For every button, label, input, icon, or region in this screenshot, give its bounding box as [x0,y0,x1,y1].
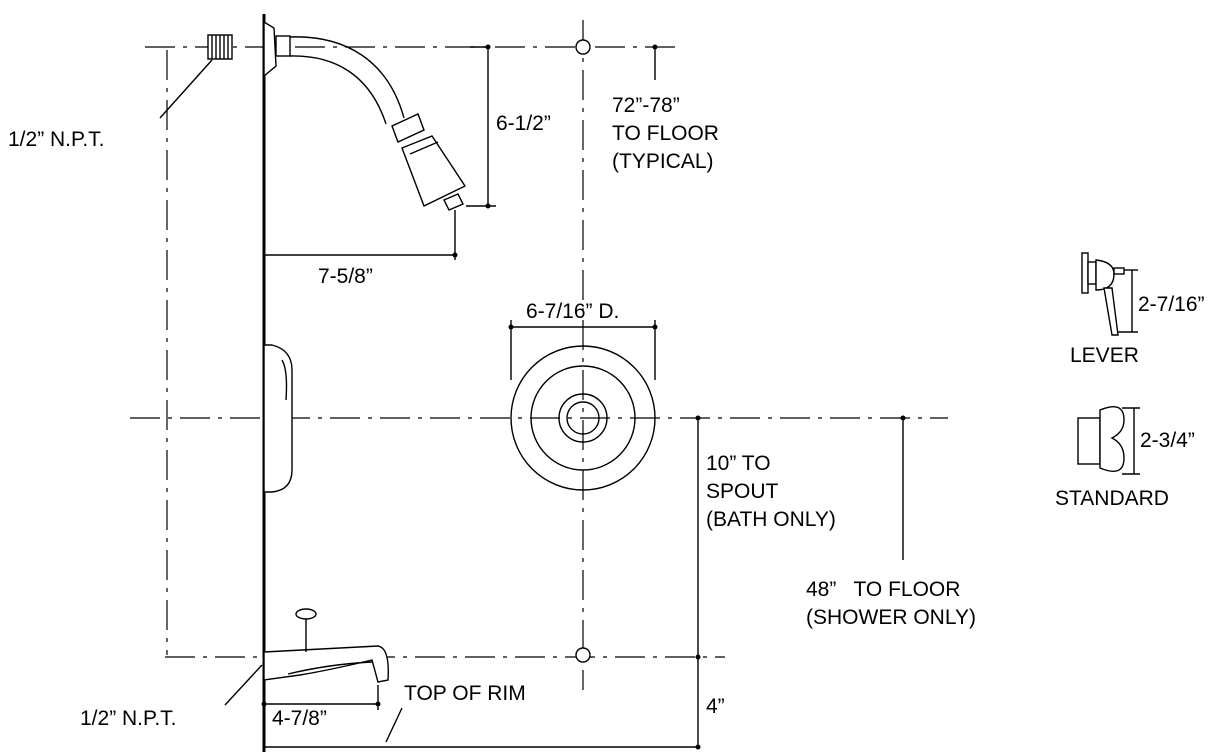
dim-dot [485,44,491,50]
npt-top-label: 1/2” N.P.T. [8,128,105,151]
dim-2-3-4-label: 2-3/4” [1140,429,1195,452]
dim-dot [452,252,458,258]
dim-dot [695,415,701,421]
npt-bottom-label: 1/2” N.P.T. [80,707,177,730]
spout-centerline-marker [575,647,591,663]
dim-6-1-2-label: 6-1/2” [496,112,551,135]
dim-dot [695,744,701,750]
floor-top-label-line2: TO FLOOR [612,122,719,145]
spout-label-line2: SPOUT [706,480,779,503]
standard-label: STANDARD [1055,487,1169,510]
dim-7-5-8-label: 7-5/8” [318,265,373,288]
valve-side-profile-inner [281,359,288,401]
tub-spout [263,608,389,683]
top-of-rim-label: TOP OF RIM [404,682,526,705]
lever-handle-icon [1081,252,1125,336]
floor-top-label-line3: (TYPICAL) [612,150,714,173]
dim-dot [652,44,658,50]
shower-head-assembly [207,20,467,211]
floor-mid-label-line2: (SHOWER ONLY) [806,606,976,629]
dim-6-7-16-label: 6-7/16” D. [526,300,619,323]
npt-top-leader [159,59,213,119]
dim-dot [652,324,658,330]
lever-label: LEVER [1070,344,1139,367]
rim-leader [385,707,403,743]
valve-side-profile [263,344,293,493]
floor-top-label-line1: 72”-78” [612,94,680,117]
dim-dot [485,203,491,209]
standard-handle-icon [1077,406,1125,472]
dim-2-7-16-label: 2-7/16” [1138,293,1205,316]
dim-dot [695,654,701,660]
dim-dot [508,324,514,330]
floor-mid-label-line1: 48” TO FLOOR [806,578,960,601]
dim-dot [375,701,381,707]
dim-4-label: 4” [706,695,725,718]
npt-bottom-leader [224,664,263,706]
dim-dot [261,701,267,707]
valve-escutcheon [510,345,656,491]
dim-4-7-8-label: 4-7/8” [272,707,327,730]
spout-label-line3: (BATH ONLY) [706,508,836,531]
shower-centerline-marker [575,39,591,55]
dim-dot [900,415,906,421]
spout-label-line1: 10” TO [706,452,771,475]
